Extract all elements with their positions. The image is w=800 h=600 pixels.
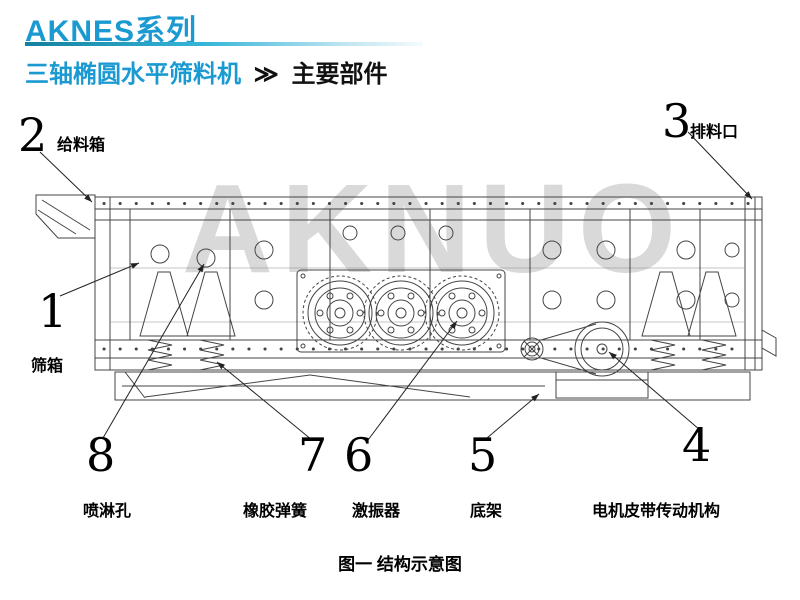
leader-1-screen-box <box>59 262 140 297</box>
part-label-spray-hole: 喷淋孔 <box>83 503 132 520</box>
figure-caption: 图一 结构示意图 <box>338 555 462 574</box>
part-number-6: 6 <box>344 428 374 482</box>
exciter-gear-right <box>424 275 500 351</box>
bottom-frame <box>114 371 751 401</box>
part-label-rubber-spring: 橡胶弹簧 <box>243 503 308 520</box>
subtitle-separator: ≫ <box>253 61 279 88</box>
callout-lines <box>39 131 753 441</box>
part-label-motor-drive: 电机皮带传动机构 <box>592 503 721 520</box>
spring-braces <box>139 271 737 337</box>
rubber-springs <box>147 339 727 371</box>
part-number-1: 1 <box>38 284 68 338</box>
part-number-2: 2 <box>18 108 48 162</box>
part-number-4: 4 <box>682 418 712 472</box>
feed-hopper <box>35 194 96 239</box>
side-plate-holes <box>150 225 740 310</box>
leader-6-exciter <box>367 320 458 441</box>
part-label-screen-box: 筛箱 <box>31 358 64 375</box>
motor-belt-drive <box>520 321 649 399</box>
leader-4-motor-drive <box>608 351 701 431</box>
exciter-gear-middle <box>363 275 439 351</box>
leader-3-discharge <box>687 131 753 200</box>
leader-2-feed-hopper <box>39 151 93 203</box>
discharge-port <box>761 329 777 357</box>
leader-7-rubber-spring <box>216 361 313 441</box>
leader-5-bottom-frame <box>486 393 540 439</box>
page-subtitle: 三轴椭圆水平筛料机 ≫ 主要部件 <box>25 54 387 89</box>
leader-8-spray-hole <box>102 263 205 439</box>
part-label-discharge: 排料口 <box>690 124 739 141</box>
machine-name: 三轴椭圆水平筛料机 <box>25 61 241 88</box>
part-label-bottom-frame: 底架 <box>470 503 503 520</box>
exciter-assembly <box>296 269 506 353</box>
section-title: 主要部件 <box>291 61 388 88</box>
part-label-exciter: 激振器 <box>352 503 401 520</box>
part-number-5: 5 <box>468 428 498 482</box>
screen-box-body <box>94 196 763 371</box>
exciter-gear-left <box>302 275 378 351</box>
part-number-3: 3 <box>662 94 692 148</box>
part-label-feed-box: 给料箱 <box>57 137 106 154</box>
part-number-7: 7 <box>298 428 328 482</box>
title-underline <box>25 42 423 46</box>
part-number-8: 8 <box>86 428 116 482</box>
